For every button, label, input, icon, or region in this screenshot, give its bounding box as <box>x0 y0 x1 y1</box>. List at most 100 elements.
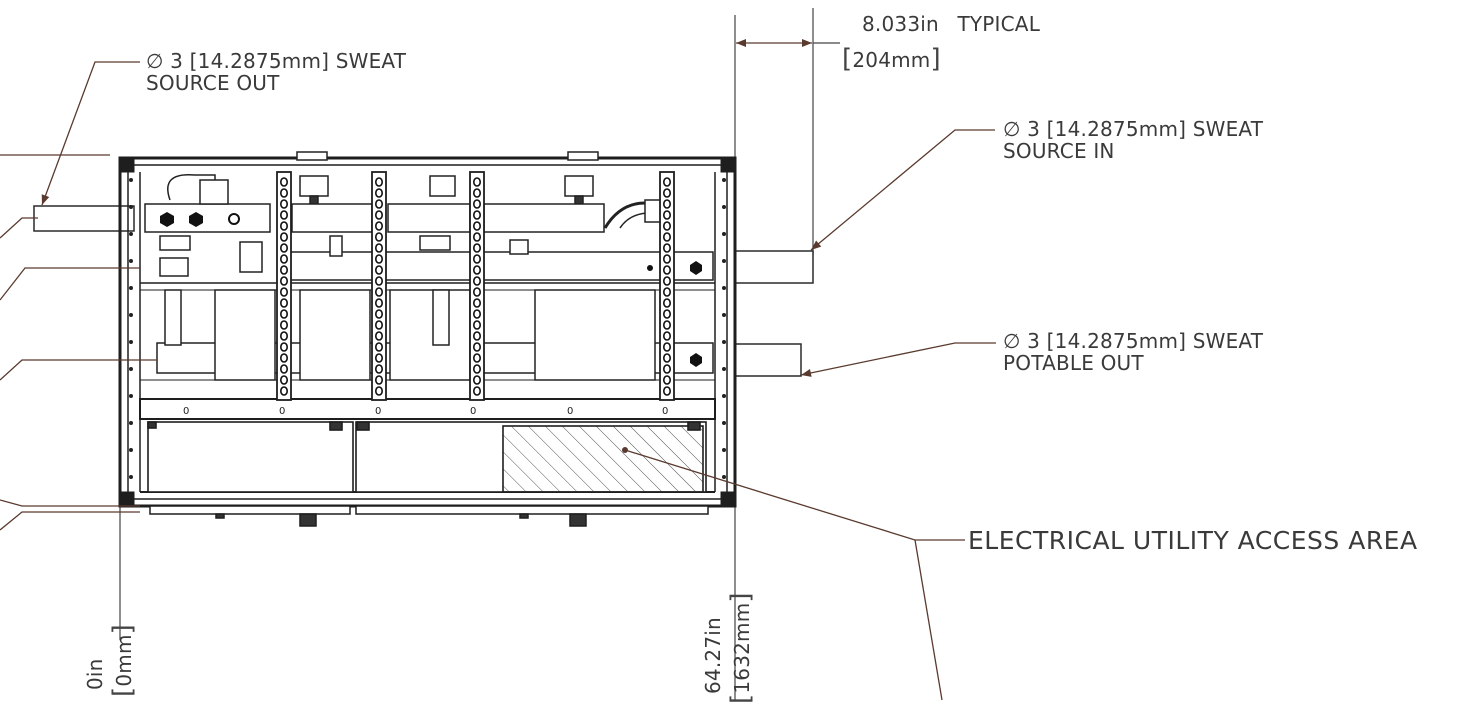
bracket-close: ] <box>108 624 138 635</box>
rail-hole <box>374 221 383 231</box>
frame-screw <box>129 421 133 425</box>
electrical-leader-dot <box>622 447 628 453</box>
callout-source-in-spec: ∅ 3 [14.2875mm] SWEAT <box>1003 117 1264 141</box>
dimension-right-datum: 64.27in <box>701 617 725 694</box>
rail-hole <box>662 199 671 209</box>
datum-extension-lines <box>119 505 736 700</box>
rail-hole <box>374 353 383 363</box>
rail-hole <box>472 287 481 297</box>
pipe-source-in <box>734 250 814 284</box>
callout-source-in-label: SOURCE IN <box>1003 139 1115 163</box>
frame-screw <box>129 259 133 263</box>
dimension-right-datum-mm-value: 1632mm <box>730 602 754 694</box>
rail-hole <box>374 276 383 286</box>
rail-hole <box>279 221 288 231</box>
rail-hole <box>279 353 288 363</box>
frame-screw <box>129 340 133 344</box>
pipe-potable-out <box>734 343 802 377</box>
frame-screw <box>129 475 133 479</box>
dimension-typical-note: TYPICAL <box>957 12 1041 36</box>
rail-hole <box>374 265 383 275</box>
rail-hole <box>279 331 288 341</box>
frame-screw <box>722 340 726 344</box>
bottom-skid <box>149 505 709 527</box>
dimension-typical-mm: [204mm] <box>842 46 941 72</box>
rail-hole <box>279 199 288 209</box>
frame-screw <box>722 205 726 209</box>
frame-screw <box>722 286 726 290</box>
vertical-rails <box>276 171 675 401</box>
rail-hole <box>472 254 481 264</box>
rail-hole <box>279 210 288 220</box>
rail-hole <box>374 188 383 198</box>
rail-hole <box>662 243 671 253</box>
rail-hole <box>279 243 288 253</box>
rail-hole <box>279 232 288 242</box>
rail-hole <box>374 254 383 264</box>
rail-hole <box>662 221 671 231</box>
frame-screw <box>722 313 726 317</box>
typical-dimension <box>734 8 840 255</box>
hex-fasteners <box>160 212 702 367</box>
rail-hole <box>279 342 288 352</box>
bracket-close: ] <box>930 44 941 74</box>
frame-screw <box>722 421 726 425</box>
dimension-left-datum-mm: [0mm] <box>108 624 138 697</box>
frame-screw <box>129 367 133 371</box>
dimension-typical-mm-value: 204mm <box>852 48 931 72</box>
frame-screw <box>722 232 726 236</box>
rail-hole <box>374 320 383 330</box>
rail-hole <box>662 342 671 352</box>
rail-hole <box>472 309 481 319</box>
rail-hole <box>374 386 383 396</box>
callout-electrical-label: ELECTRICAL UTILITY ACCESS AREA <box>968 526 1418 555</box>
rail-hole <box>472 232 481 242</box>
rail-hole <box>662 375 671 385</box>
rail-hole <box>662 386 671 396</box>
rail-hole <box>662 331 671 341</box>
callout-potable-out: ∅ 3 [14.2875mm] SWEAT POTABLE OUT <box>1003 330 1263 374</box>
rail-hole <box>662 353 671 363</box>
bracket-open: [ <box>726 693 756 704</box>
rail-hole <box>279 188 288 198</box>
rail-hole <box>279 309 288 319</box>
rail-hole <box>279 298 288 308</box>
callout-source-out-spec: ∅ 3 [14.2875mm] SWEAT <box>146 49 407 73</box>
rail-hole <box>279 287 288 297</box>
svg-text:0: 0 <box>183 406 189 417</box>
rail-hole <box>472 210 481 220</box>
rail-hole <box>279 254 288 264</box>
frame-screw <box>129 205 133 209</box>
rail-hole <box>374 298 383 308</box>
rail-hole <box>279 386 288 396</box>
rail-hole <box>374 232 383 242</box>
frame-screw <box>129 286 133 290</box>
rail-hole <box>279 177 288 187</box>
internal-manifolds <box>144 173 714 381</box>
rail-hole <box>374 177 383 187</box>
rail-hole <box>662 177 671 187</box>
rail-hole <box>472 386 481 396</box>
frame-screw <box>129 178 133 182</box>
frame-screw <box>722 448 726 452</box>
callout-source-out-label: SOURCE OUT <box>146 71 280 95</box>
frame-screws <box>129 178 726 479</box>
rail-hole <box>472 342 481 352</box>
frame-screw <box>722 178 726 182</box>
rail-hole <box>662 210 671 220</box>
rail-hole <box>662 364 671 374</box>
rail-hole <box>374 287 383 297</box>
rail-hole <box>472 375 481 385</box>
leader-lines <box>0 61 996 701</box>
callout-source-out: ∅ 3 [14.2875mm] SWEAT SOURCE OUT <box>146 50 406 94</box>
callout-potable-out-label: POTABLE OUT <box>1003 351 1144 375</box>
rail-hole <box>374 199 383 209</box>
frame-screw <box>722 475 726 479</box>
pipe-source-out <box>33 205 135 232</box>
rail-hole <box>279 375 288 385</box>
rail-hole <box>374 364 383 374</box>
rail-hole <box>472 199 481 209</box>
callout-electrical-access: ELECTRICAL UTILITY ACCESS AREA <box>968 527 1418 555</box>
